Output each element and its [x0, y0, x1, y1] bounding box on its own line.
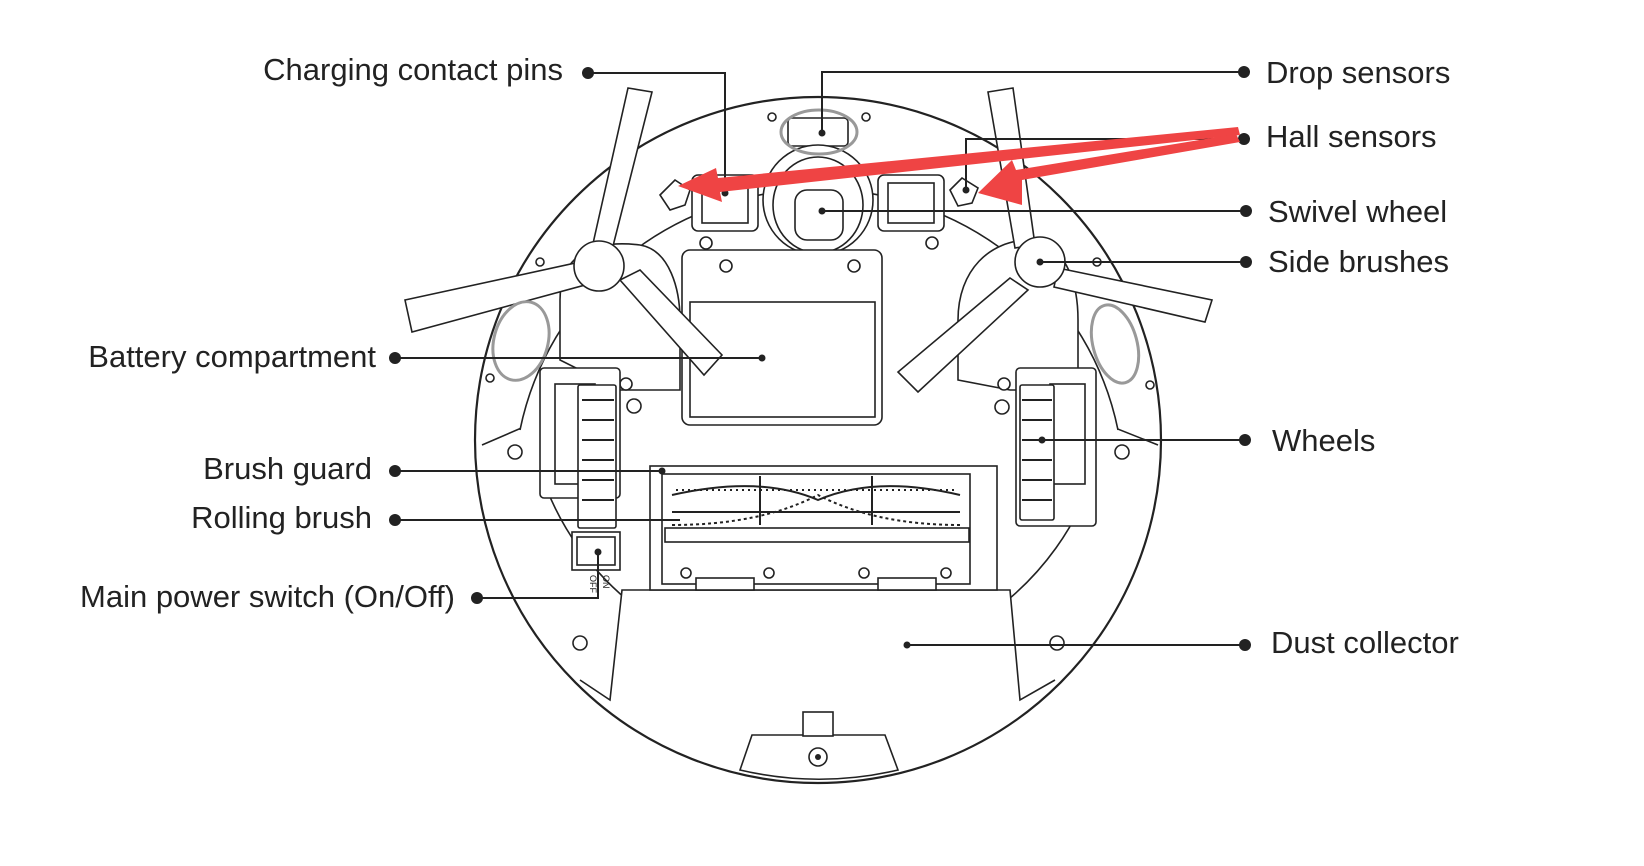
labels: Charging contact pins Drop sensors Hall …	[80, 52, 1459, 660]
battery-compartment	[681, 249, 883, 426]
svg-text:OFF: OFF	[588, 575, 598, 593]
label-charging-contact-pins: Charging contact pins	[263, 52, 563, 87]
arrow-right	[978, 134, 1240, 205]
rolling-brush	[671, 476, 961, 526]
side-brush-left	[404, 87, 724, 377]
label-rolling-brush: Rolling brush	[191, 500, 372, 535]
arrow-left	[678, 127, 1240, 202]
drop-sensor-highlight	[779, 108, 859, 156]
drop-sensor-top	[787, 117, 849, 147]
hall-sensor-arrows	[678, 127, 1240, 205]
label-hall-sensors: Hall sensors	[1266, 119, 1437, 154]
wheel-left	[539, 367, 621, 529]
brush-guard	[649, 465, 998, 591]
svg-text:ON: ON	[601, 575, 611, 589]
label-dust-collector: Dust collector	[1271, 625, 1459, 660]
drop-sensor-highlight-left	[491, 300, 551, 382]
label-brush-guard: Brush guard	[203, 451, 372, 486]
label-wheels: Wheels	[1272, 423, 1375, 458]
drop-sensor-highlight-right	[1089, 303, 1141, 385]
label-main-power-switch: Main power switch (On/Off)	[80, 579, 455, 614]
wheel-right	[1015, 367, 1097, 527]
label-battery-compartment: Battery compartment	[88, 339, 376, 374]
label-swivel-wheel: Swivel wheel	[1268, 194, 1447, 229]
label-drop-sensors: Drop sensors	[1266, 55, 1450, 90]
label-side-brushes: Side brushes	[1268, 244, 1449, 279]
swivel-wheel	[762, 144, 874, 256]
